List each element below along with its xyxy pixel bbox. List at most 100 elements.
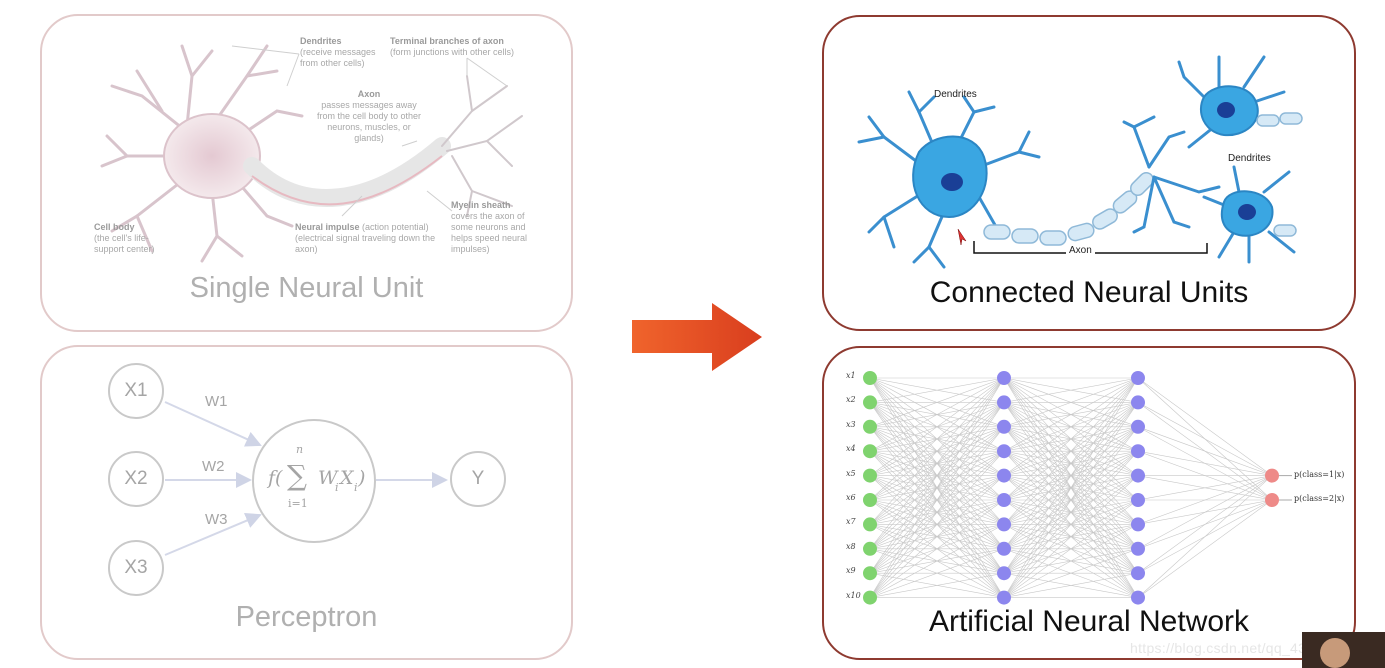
output-neuron — [1265, 468, 1279, 483]
ann-edge — [869, 377, 1005, 403]
input-label: x5 — [846, 468, 856, 478]
dendrites-left-label: Dendrites — [934, 89, 977, 100]
input-neuron — [863, 541, 877, 556]
perceptron-title: Perceptron — [235, 601, 378, 633]
formula-w-sub: i — [335, 481, 339, 494]
input-neuron — [863, 468, 877, 483]
ann-edge — [869, 499, 1005, 598]
ann-edge — [1003, 450, 1139, 598]
webcam-overlay — [1302, 632, 1385, 668]
hidden-neuron — [997, 468, 1011, 483]
weight-w1: W1 — [205, 393, 228, 410]
input-label: x3 — [846, 419, 856, 429]
ann-edge — [869, 377, 1005, 476]
hidden-neuron — [1131, 468, 1145, 483]
input-node-x1: X1 — [108, 363, 164, 419]
ann-edges — [869, 377, 1273, 598]
formula-sum-top: n — [296, 443, 304, 456]
ann-edge — [869, 377, 1005, 598]
ann-edge — [1137, 475, 1273, 598]
single-neural-unit-panel: Dendrites(receive messages from other ce… — [40, 14, 573, 332]
input-label: x10 — [846, 590, 861, 600]
myelin-desc: covers the axon of some neurons and help… — [451, 211, 528, 254]
ann-edge — [1003, 572, 1139, 598]
formula-sum-bottom: i=1 — [288, 497, 308, 510]
hidden-neuron — [997, 590, 1011, 605]
connected-neural-units-title: Connected Neural Units — [929, 276, 1249, 309]
ann-edge — [1003, 499, 1139, 598]
ann-edge — [1003, 377, 1139, 403]
ann-edge — [1003, 377, 1139, 476]
input-neuron — [863, 419, 877, 434]
ann-edge — [1003, 377, 1139, 452]
ann-edge — [1003, 475, 1139, 598]
ann-edge — [869, 377, 1005, 549]
artificial-neural-network-title: Artificial Neural Network — [928, 605, 1250, 638]
ann-edge — [869, 475, 1005, 598]
hidden-neuron — [1131, 566, 1145, 581]
hidden-neuron — [997, 517, 1011, 532]
dendrites-label: Dendrites(receive messages from other ce… — [300, 36, 390, 69]
hidden-neuron — [1131, 493, 1145, 507]
hidden-neuron — [997, 541, 1011, 556]
hidden-neuron — [997, 444, 1011, 459]
hidden-neuron — [1131, 419, 1145, 434]
sigma-icon: ∑ — [287, 459, 307, 492]
arrow-shape — [632, 303, 762, 371]
formula-x-sub: i — [354, 481, 358, 494]
ann-edge — [869, 377, 1005, 452]
ann-edge — [869, 402, 1005, 598]
cellbody-title: Cell body — [94, 222, 135, 232]
input-label: x4 — [846, 444, 856, 454]
input-neuron — [863, 444, 877, 459]
ann-edge — [869, 377, 1005, 525]
input-neuron — [863, 493, 877, 507]
input-neuron — [863, 371, 877, 385]
hidden-neuron — [997, 493, 1011, 507]
single-neural-unit-title: Single Neural Unit — [189, 272, 424, 304]
input-label: x1 — [846, 371, 856, 380]
ann-diagram — [863, 371, 1292, 605]
formula-close: ) — [358, 467, 366, 489]
ann-edge — [869, 377, 1005, 574]
dendrites-desc: (receive messages from other cells) — [300, 47, 376, 68]
summation-node: f( n ∑ i=1 W i X i ) — [252, 419, 376, 543]
hidden-neuron — [1131, 444, 1145, 459]
ann-edge — [1137, 475, 1273, 525]
axon-title: Axon — [357, 89, 381, 99]
ann-edge — [869, 377, 1005, 501]
ann-edge — [1003, 524, 1139, 598]
input-label: x6 — [846, 493, 856, 502]
weight-w2: W2 — [202, 458, 225, 475]
ann-edge — [1003, 377, 1139, 501]
ann-edge — [1003, 377, 1139, 574]
ann-edge — [1003, 377, 1139, 525]
perceptron-panel: X1 X2 X3 W1 W2 W3 f( n ∑ i=1 W i X i ) Y… — [40, 345, 573, 660]
summation-formula: f( n ∑ i=1 W i X i ) — [254, 421, 374, 541]
hidden-neuron — [997, 419, 1011, 434]
ann-edge — [1137, 475, 1273, 550]
perceptron-edges — [164, 401, 448, 556]
cellbody-desc: (the cell's life-support center) — [94, 233, 155, 254]
ann-edge — [1003, 377, 1139, 549]
terminal-title: Terminal branches of axon — [390, 36, 504, 46]
input-label: x8 — [846, 541, 856, 551]
formula-f: f( — [268, 467, 283, 489]
terminal-desc: (form junctions with other cells) — [390, 47, 515, 57]
dendrites-right-label: Dendrites — [1228, 153, 1271, 164]
ann-edge — [1137, 402, 1273, 476]
input-node-x3: X3 — [108, 540, 164, 596]
formula-x: X — [340, 467, 354, 489]
cell-body-label: Cell body(the cell's life-support center… — [94, 222, 169, 255]
formula-w: W — [318, 467, 338, 489]
ann-edge — [1137, 450, 1273, 476]
input-label: x2 — [846, 395, 856, 405]
ann-edge — [869, 377, 1005, 428]
input-node-x2: X2 — [108, 451, 164, 507]
hidden-neuron — [1131, 541, 1145, 556]
axon-desc: passes messages away from the cell body … — [316, 100, 422, 143]
axon-span-label: Axon — [1066, 245, 1095, 256]
ann-edge — [869, 450, 1005, 598]
